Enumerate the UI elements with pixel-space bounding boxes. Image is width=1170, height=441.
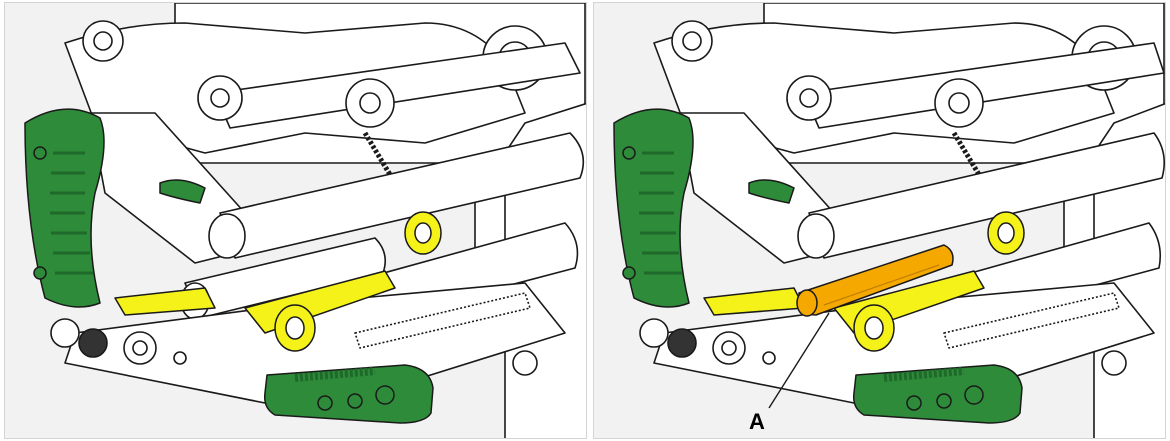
green-handle-left <box>613 108 694 308</box>
green-handle-left <box>24 108 105 308</box>
callout-line-a <box>768 312 830 409</box>
mechanism-drawing-before <box>24 3 586 438</box>
bolt-1 <box>173 351 187 365</box>
spring-bar <box>943 292 1120 349</box>
callout-label-a: A <box>749 409 765 434</box>
mechanism-drawing-after <box>613 3 1165 438</box>
bolt-2 <box>512 350 538 376</box>
yellow-guide-left <box>703 287 805 316</box>
bolt-1 <box>762 351 776 365</box>
green-knob-small <box>748 179 795 204</box>
upper-roller <box>219 132 585 259</box>
figure-panel-after: A <box>593 2 1166 439</box>
spring-bar <box>354 292 531 349</box>
green-handle-bottom <box>263 364 434 424</box>
green-handle-bottom <box>852 364 1023 424</box>
bolt-2 <box>1101 350 1127 376</box>
green-knob-small <box>159 179 206 204</box>
figure-panel-before <box>4 2 587 439</box>
yellow-guide-left <box>114 287 216 316</box>
upper-roller <box>808 132 1165 259</box>
